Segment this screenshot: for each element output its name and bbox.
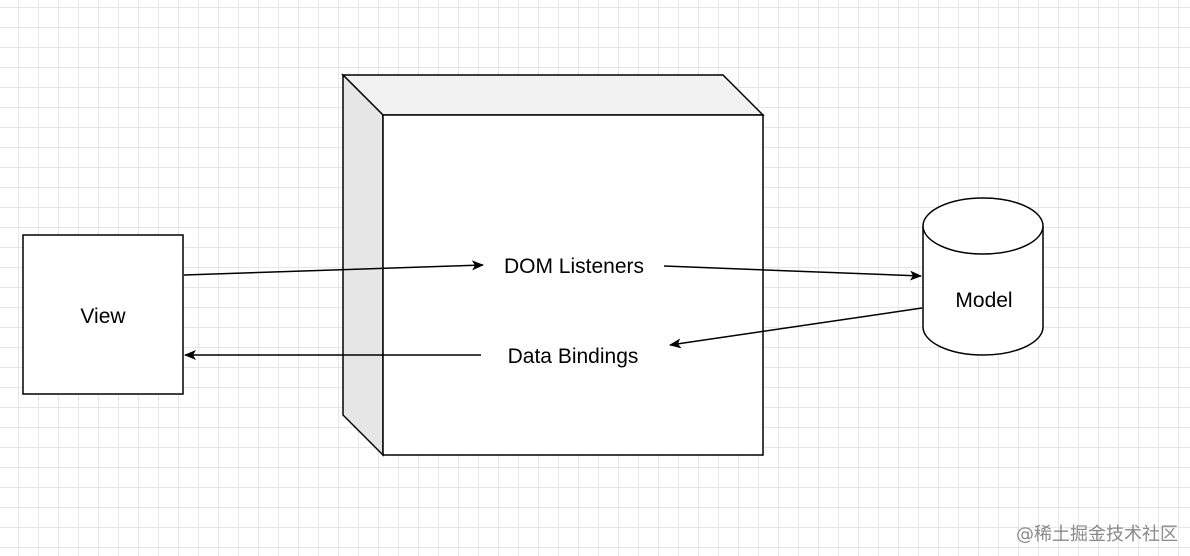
watermark: @稀土掘金技术社区 xyxy=(1016,524,1178,545)
dom-listeners-label: DOM Listeners xyxy=(504,255,644,278)
view-label: View xyxy=(80,305,126,328)
model-cylinder-top xyxy=(922,197,1044,255)
model-cylinder-body[interactable] xyxy=(922,226,1044,356)
binder-cube[interactable]: DOM Listeners Data Bindings xyxy=(341,73,765,457)
cube-top-face xyxy=(341,74,765,116)
view-node[interactable]: View xyxy=(22,234,184,395)
view-box[interactable] xyxy=(22,234,184,395)
model-label: Model xyxy=(955,289,1012,312)
edge-view-to-dom-listeners xyxy=(183,260,484,276)
edge-dom-listeners-to-model xyxy=(663,265,922,281)
cube-front-face[interactable] xyxy=(382,114,764,456)
model-node[interactable]: Model xyxy=(922,197,1044,356)
edge-model-to-data-bindings xyxy=(669,307,923,349)
cube-side-face xyxy=(342,73,384,457)
data-bindings-label: Data Bindings xyxy=(508,345,639,368)
